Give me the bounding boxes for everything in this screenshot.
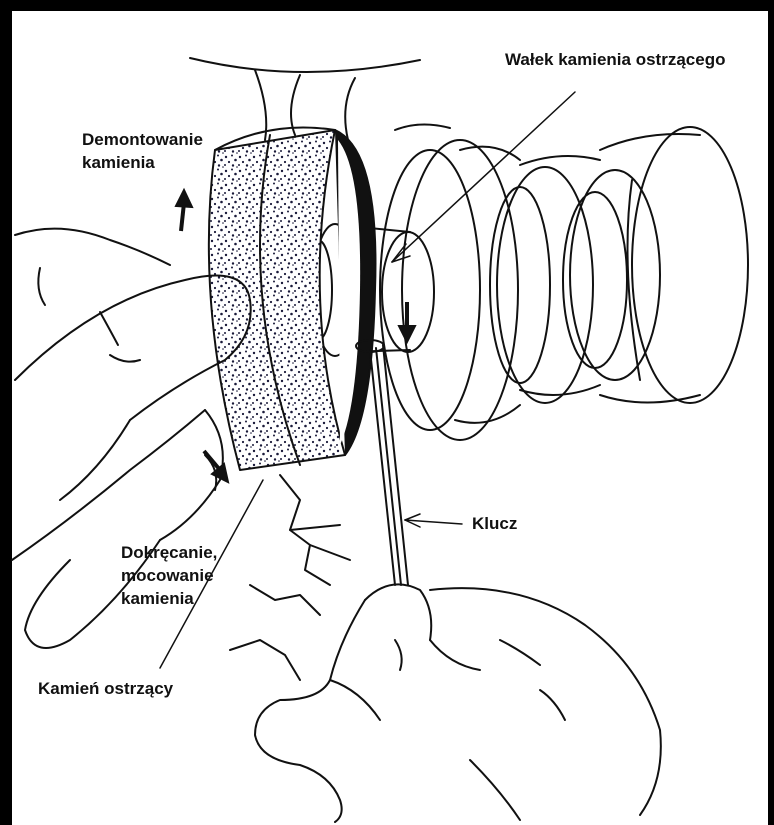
housing-top-arc — [190, 58, 420, 72]
right-hand — [255, 584, 661, 822]
label-dismount: Demontowanie kamienia — [82, 128, 203, 174]
label-tighten: Dokręcanie, mocowanie kamienia — [121, 541, 217, 610]
label-tighten-line3: kamienia — [121, 587, 217, 610]
label-wrench: Klucz — [472, 512, 517, 535]
grinding-stone — [209, 128, 376, 471]
label-wrench-text: Klucz — [472, 512, 517, 535]
label-dismount-line1: Demontowanie — [82, 128, 203, 151]
spindle-pulleys — [380, 124, 748, 440]
label-stone-text: Kamień ostrzący — [38, 677, 173, 700]
label-dismount-line2: kamienia — [82, 151, 203, 174]
label-tighten-line1: Dokręcanie, — [121, 541, 217, 564]
label-shaft-text: Wałek kamienia ostrzącego — [505, 48, 725, 71]
lower-gear — [230, 475, 350, 680]
label-stone: Kamień ostrzący — [38, 677, 173, 700]
arrow-up-icon — [176, 190, 192, 231]
label-tighten-line2: mocowanie — [121, 564, 217, 587]
label-shaft: Wałek kamienia ostrzącego — [505, 48, 725, 71]
